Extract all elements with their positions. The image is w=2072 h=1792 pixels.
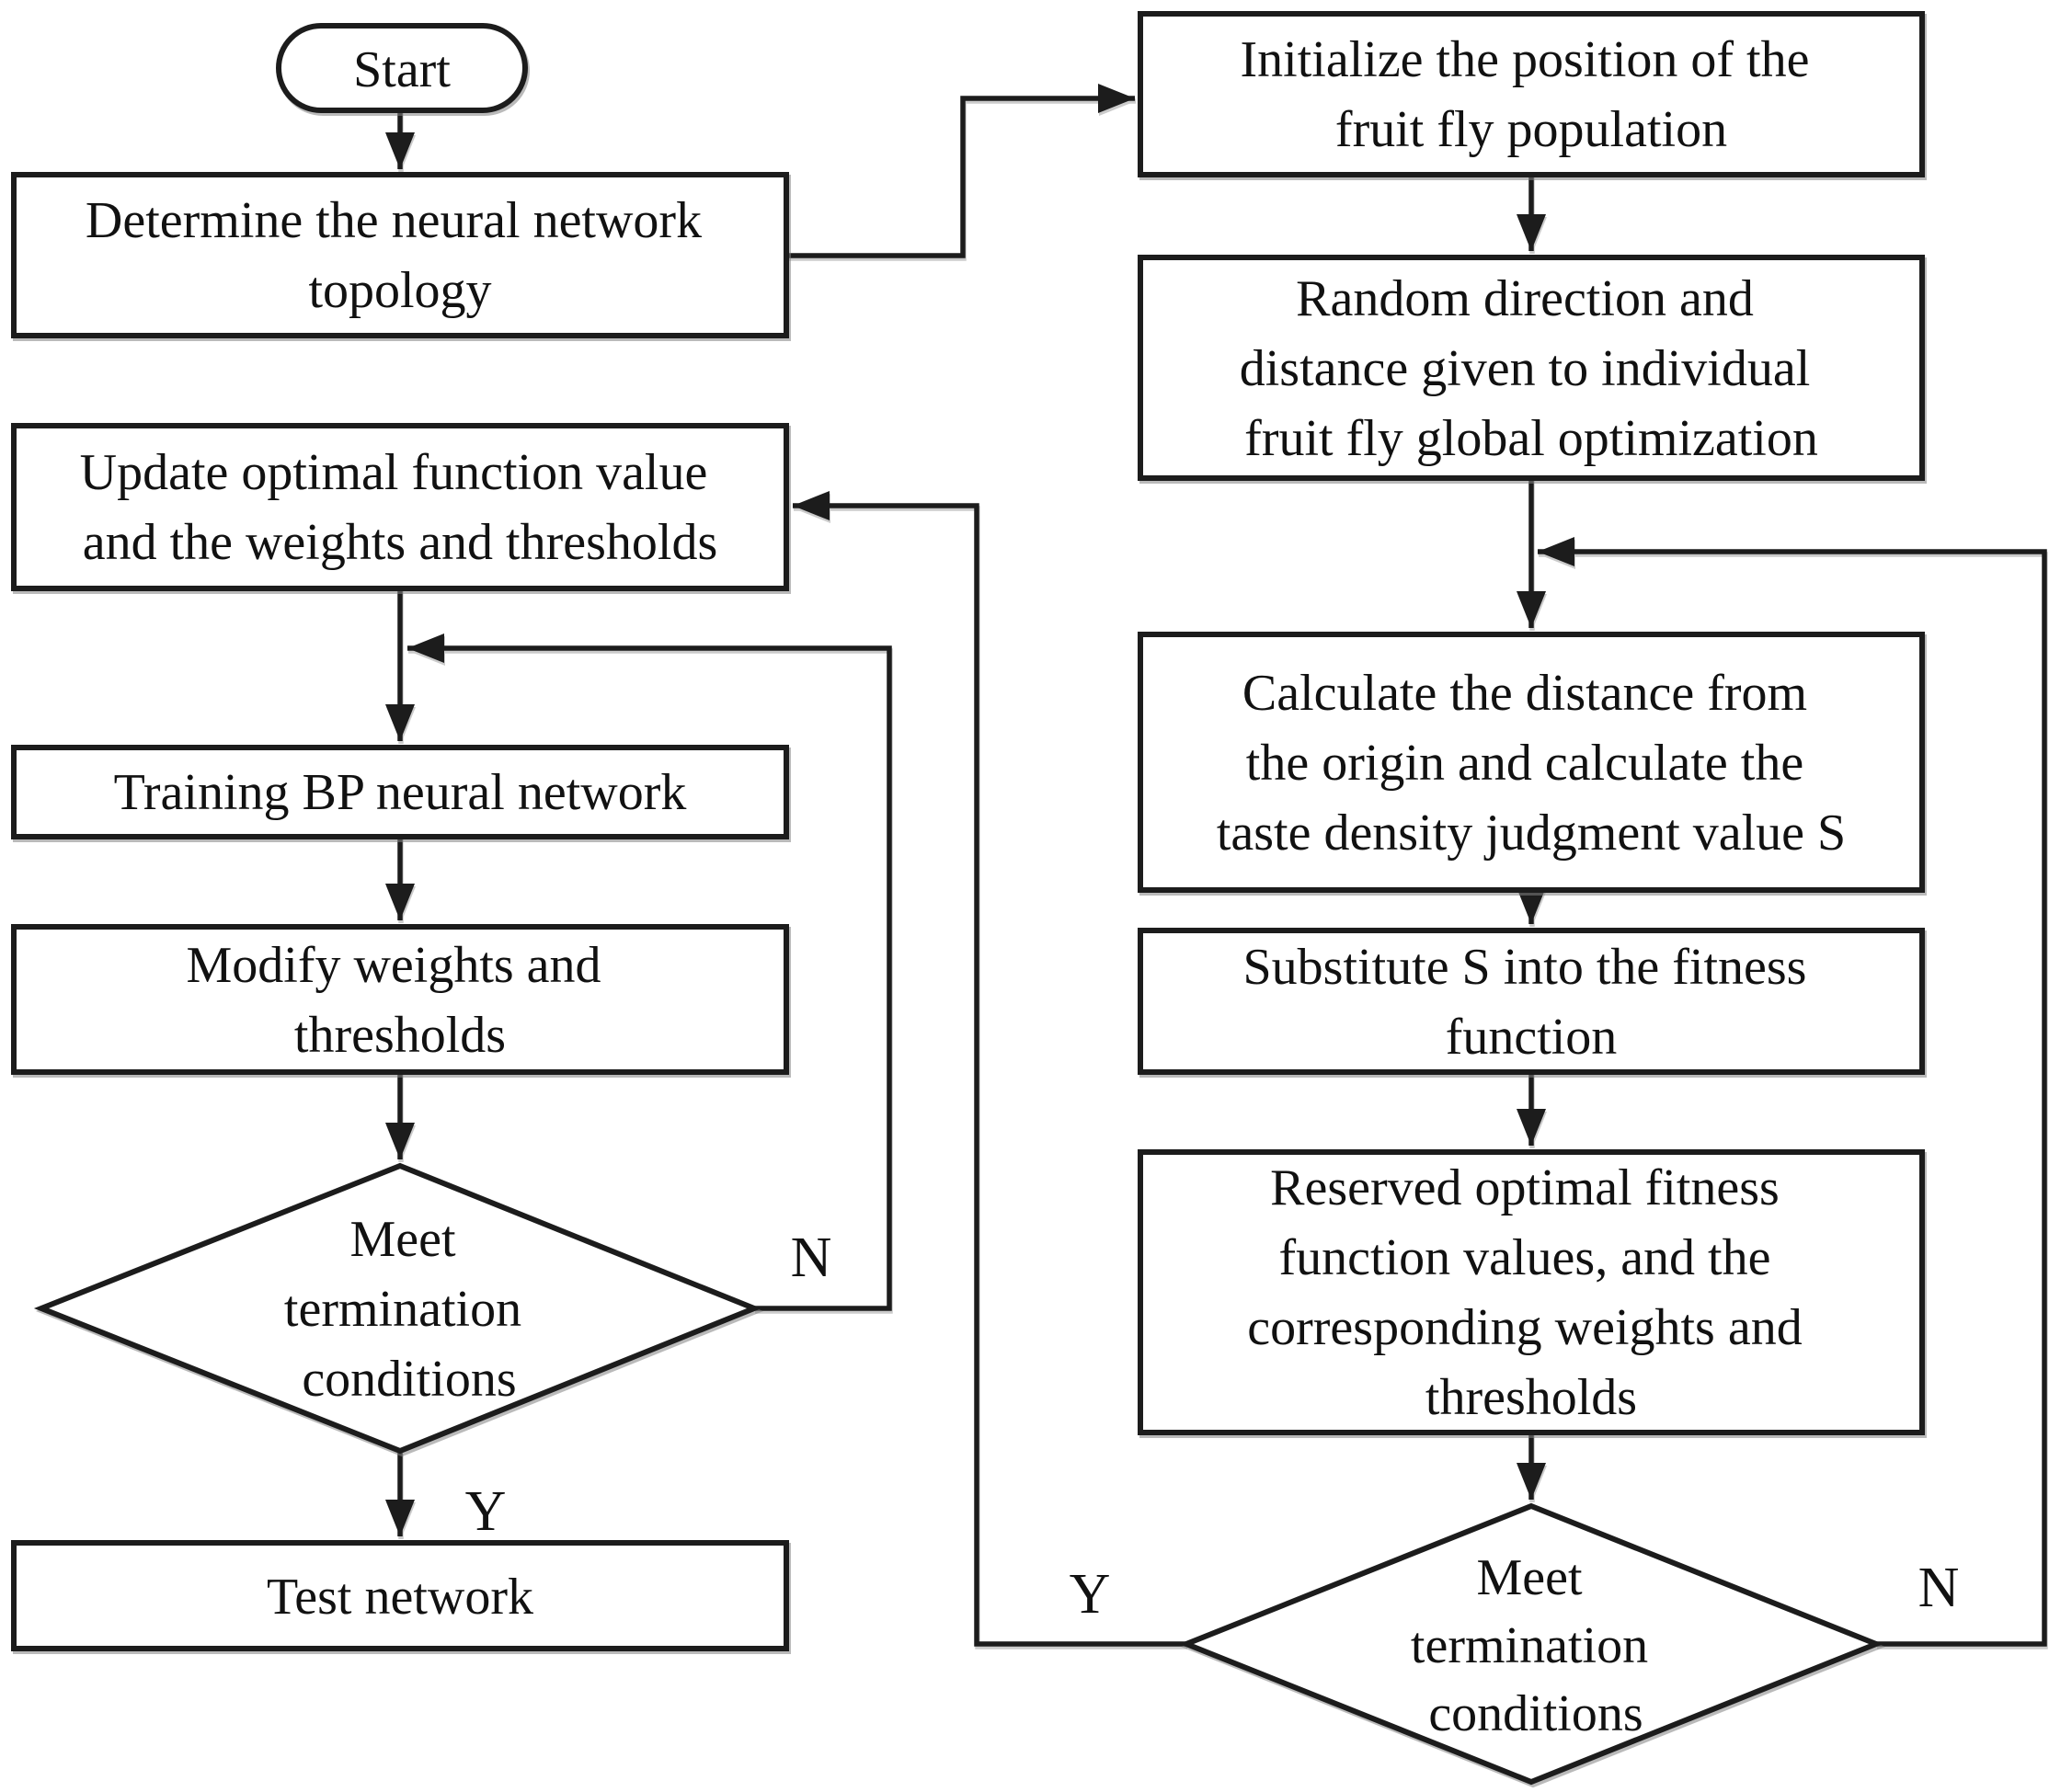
update-optimal-shape <box>11 423 789 591</box>
node-test-network: Test network <box>11 1540 789 1651</box>
random-direction-shape <box>1138 255 1925 481</box>
random-direction-label: Random direction and distance given to i… <box>1240 254 1824 467</box>
foa-decision-diamond <box>1178 1502 1884 1786</box>
training-bp-shape <box>11 745 789 839</box>
node-modify-weights: Modify weights and thresholds <box>11 920 789 1075</box>
node-reserved-optimal: Reserved optimal fitness function values… <box>1138 1143 1925 1435</box>
modify-weights-label: Modify weights and thresholds <box>186 920 613 1064</box>
node-bp-decision: Meet termination conditions <box>33 1162 762 1455</box>
node-foa-decision: Meet termination conditions <box>1178 1502 1884 1786</box>
bp-decision-diamond <box>33 1162 762 1455</box>
node-start: Start <box>276 23 528 113</box>
determine-topology-shape <box>11 172 789 338</box>
test-network-label: Test network <box>267 1569 533 1626</box>
foa-decision-yes-label: Y <box>1070 1563 1111 1626</box>
test-network-shape <box>11 1540 789 1651</box>
edge-foa-yes-to-update <box>793 491 1186 1647</box>
calculate-distance-shape <box>1138 632 1925 893</box>
initialize-population-label: Initialize the position of the fruit fly… <box>1241 15 1823 158</box>
update-optimal-label: Update optimal function value and the we… <box>80 428 721 571</box>
branch-labels: N Y Y N <box>465 1227 1960 1626</box>
connectors <box>385 84 2047 1647</box>
node-initialize-population: Initialize the position of the fruit fly… <box>1138 11 1925 177</box>
substitute-fitness-label: Substitute S into the fitness function <box>1243 922 1820 1066</box>
start-terminator-shape <box>276 23 528 113</box>
node-training-bp: Training BP neural network <box>11 745 789 839</box>
calculate-distance-label: Calculate the distance from the origin a… <box>1217 648 1846 862</box>
edge-determine-to-initialize <box>786 84 1135 258</box>
start-label: Start <box>353 41 451 98</box>
bp-decision-yes-label: Y <box>465 1480 507 1543</box>
node-determine-topology: Determine the neural network topology <box>11 172 789 338</box>
foa-decision-no-label: N <box>1918 1557 1960 1619</box>
node-calculate-distance: Calculate the distance from the origin a… <box>1138 632 1925 893</box>
bp-decision-label: Meet termination conditions <box>284 1194 534 1408</box>
determine-topology-label: Determine the neural network topology <box>86 176 715 319</box>
training-bp-label: Training BP neural network <box>114 764 687 821</box>
modify-weights-shape <box>11 924 789 1075</box>
edge-bp-no-loop <box>407 633 892 1311</box>
initialize-population-shape <box>1138 11 1925 177</box>
node-random-direction: Random direction and distance given to i… <box>1138 254 1925 481</box>
node-substitute-fitness: Substitute S into the fitness function <box>1138 922 1925 1075</box>
bp-decision-no-label: N <box>791 1227 832 1289</box>
substitute-fitness-shape <box>1138 928 1925 1075</box>
edge-foa-no-loop <box>1538 537 2047 1647</box>
foa-decision-label: Meet termination conditions <box>1411 1533 1661 1742</box>
reserved-optimal-label: Reserved optimal fitness function values… <box>1247 1143 1814 1426</box>
node-update-optimal: Update optimal function value and the we… <box>11 423 789 591</box>
reserved-optimal-shape <box>1138 1149 1925 1435</box>
